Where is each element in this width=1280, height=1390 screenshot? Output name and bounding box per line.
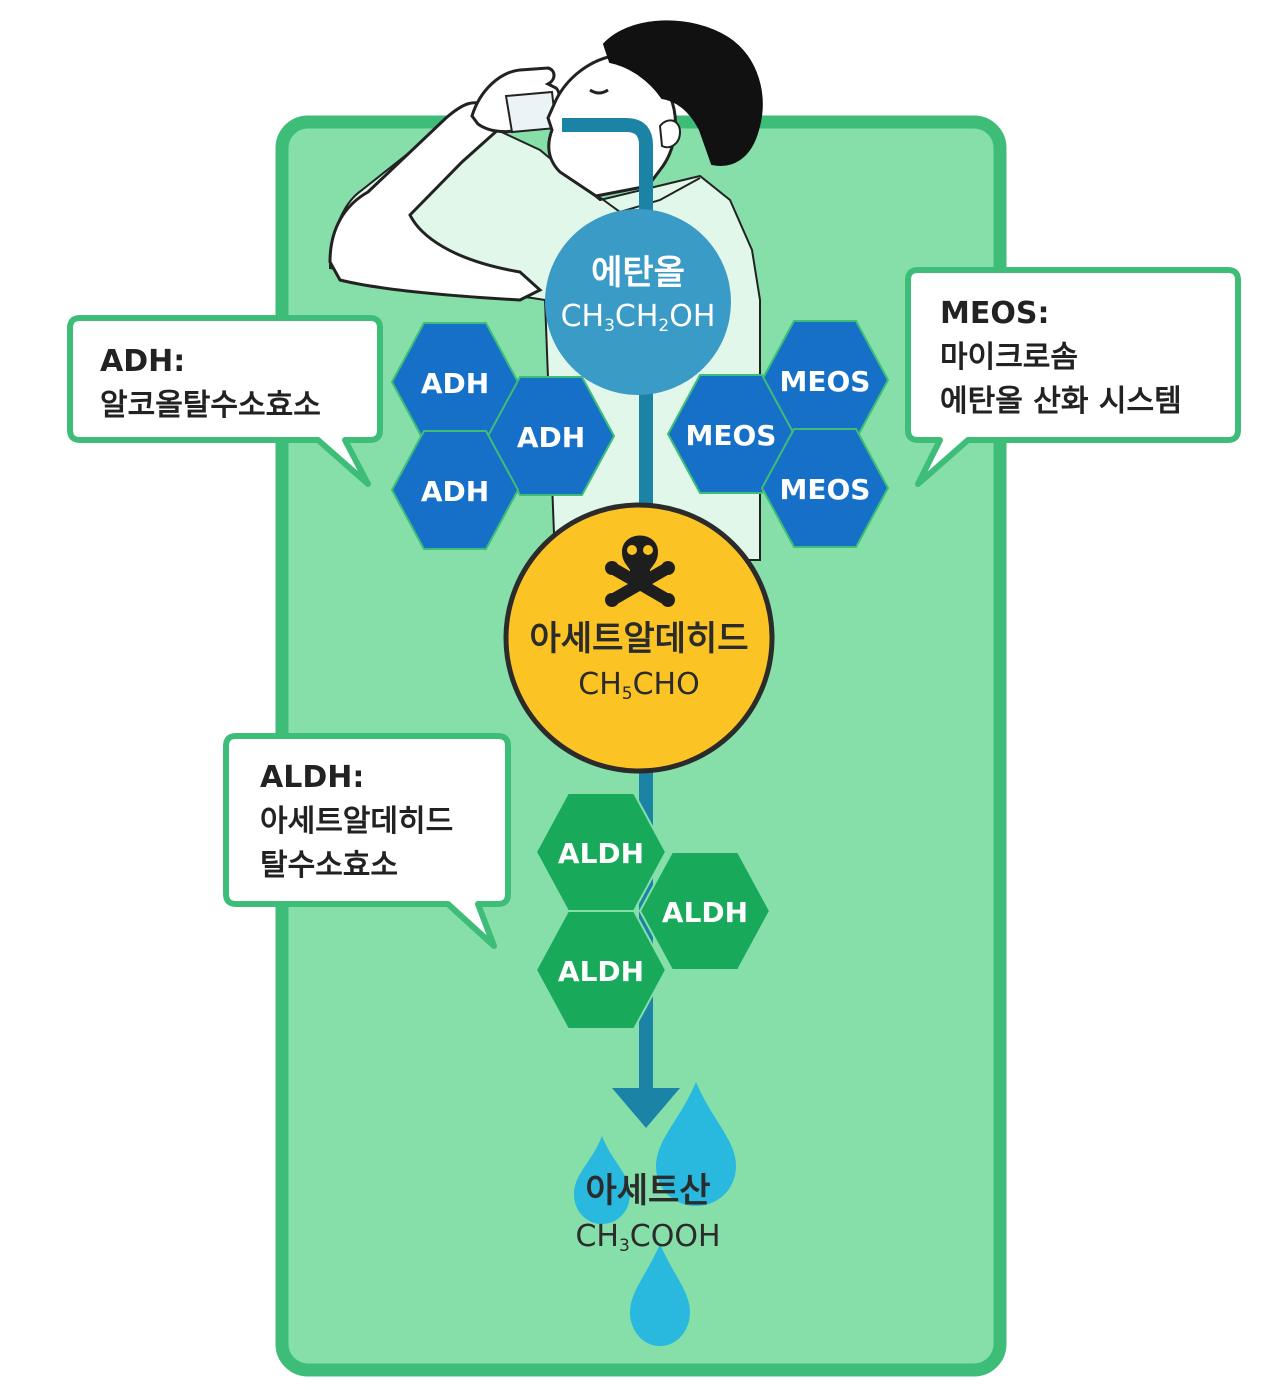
callout-line: 마이크로솜 xyxy=(940,340,1078,375)
ethanol-formula-part: OH xyxy=(669,299,715,334)
acetic-acid-formula: CH3COOH xyxy=(575,1219,720,1256)
aldh-label: ALDH xyxy=(558,837,644,870)
adh-label: ADH xyxy=(421,367,489,400)
callout-line: ADH: xyxy=(100,344,186,379)
ethanol-formula: CH3CH2OH xyxy=(561,299,716,336)
drop-icon xyxy=(630,1244,690,1346)
acetaldehyde-name: 아세트알데히드 xyxy=(530,619,749,659)
acetaldehyde-formula-part: CHO xyxy=(633,667,700,702)
callout-aldh-text: ALDH: 아세트알데히드 탈수소효소 xyxy=(260,756,453,888)
callout-line: 아세트알데히드 xyxy=(260,804,454,839)
ethanol-formula-part: CH xyxy=(615,299,659,334)
meos-label: MEOS xyxy=(780,473,871,506)
skull-crossbones-icon xyxy=(605,535,675,607)
acetaldehyde-formula-part: CH xyxy=(578,667,622,702)
flow-arrow-head xyxy=(612,1088,680,1128)
callout-line: ALDH: xyxy=(260,760,365,795)
acetic-formula-sub: 3 xyxy=(619,1236,630,1256)
callout-line: 탈수소효소 xyxy=(260,848,398,883)
adh-hex-group: ADH ADH ADH xyxy=(390,322,616,550)
ethanol-formula-sub: 2 xyxy=(658,316,669,336)
callout-line: MEOS: xyxy=(940,296,1050,331)
callout-line: 에탄올 산화 시스템 xyxy=(940,384,1182,419)
ethanol-circle xyxy=(545,209,731,395)
aldh-hexagon xyxy=(534,910,668,1030)
acetic-acid-drops xyxy=(574,1082,736,1346)
aldh-label: ALDH xyxy=(558,955,644,988)
callout-aldh xyxy=(223,733,511,949)
meos-hexagon xyxy=(760,428,890,548)
meos-label: MEOS xyxy=(780,365,871,398)
aldh-hexagon xyxy=(638,851,772,971)
ethanol-formula-part: CH xyxy=(561,299,605,334)
acetaldehyde-formula: CH5CHO xyxy=(578,667,699,704)
acetic-formula-part: CH xyxy=(575,1219,619,1254)
aldh-label: ALDH xyxy=(662,896,748,929)
adh-hexagon xyxy=(390,430,520,550)
meos-label: MEOS xyxy=(686,419,777,452)
acetaldehyde-formula-sub: 5 xyxy=(622,684,633,704)
drop-icon xyxy=(574,1136,630,1224)
ethanol-name: 에탄올 xyxy=(591,253,685,293)
flow-pipe xyxy=(562,118,680,1128)
callout-line: 알코올탈수소효소 xyxy=(100,388,321,423)
meos-hex-group: MEOS MEOS MEOS xyxy=(666,320,890,548)
adh-label: ADH xyxy=(421,475,489,508)
callout-adh xyxy=(67,315,383,487)
callout-meos xyxy=(905,267,1241,487)
ethanol-formula-sub: 3 xyxy=(604,316,615,336)
drop-icon xyxy=(656,1082,736,1206)
acetic-formula-part: COOH xyxy=(630,1219,721,1254)
callout-meos-text: MEOS: 마이크로솜 에탄올 산화 시스템 xyxy=(940,292,1182,424)
aldh-hex-group: ALDH ALDH ALDH xyxy=(534,792,772,1030)
acetic-acid-name: 아세트산 xyxy=(585,1171,710,1211)
adh-hexagon xyxy=(486,376,616,496)
adh-label: ADH xyxy=(517,421,585,454)
acetaldehyde-circle xyxy=(503,502,775,774)
callout-adh-text: ADH: 알코올탈수소효소 xyxy=(100,340,321,428)
